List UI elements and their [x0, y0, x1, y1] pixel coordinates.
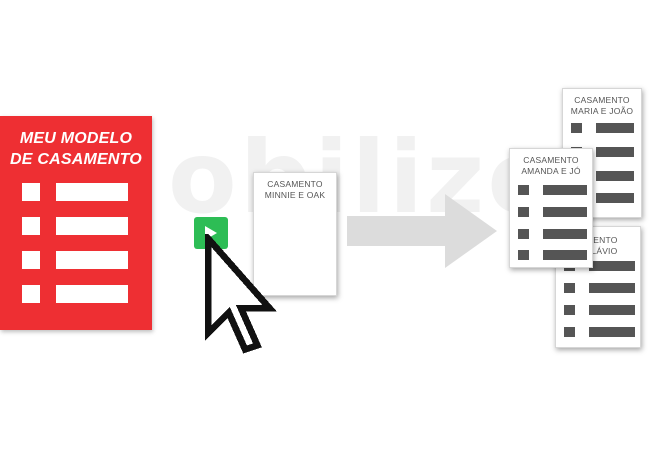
list-bar [589, 283, 635, 293]
output-document-title-line-2: AMANDA E JÓ [521, 166, 581, 176]
list-bar [589, 305, 635, 315]
list-bar [56, 183, 128, 201]
list-bar [56, 217, 128, 235]
output-document-title-line-2: FLÁVIO [586, 246, 618, 256]
list-row [571, 123, 634, 133]
list-bar [543, 250, 587, 260]
list-bullet [564, 327, 575, 337]
list-row [518, 207, 587, 217]
source-document[interactable]: CASAMENTO MINNIE E OAK [253, 172, 337, 296]
list-bullet [564, 283, 575, 293]
watermark: obilize [168, 119, 559, 236]
list-row [564, 327, 635, 337]
output-document-title-line-1: MENTO [586, 235, 618, 245]
template-title-line-1: MEU MODELO [19, 130, 133, 147]
list-bullet [518, 185, 529, 195]
list-bar [589, 261, 635, 271]
output-document-title-line-1: CASAMENTO [574, 95, 630, 105]
source-document-title-line-1: CASAMENTO [267, 179, 323, 189]
template-title: MEU MODELO DE CASAMENTO [0, 128, 152, 170]
template-title-line-2: DE CASAMENTO [10, 151, 142, 168]
list-bar [543, 229, 587, 239]
template-list-row [22, 251, 128, 269]
source-document-title: CASAMENTO MINNIE E OAK [254, 179, 336, 201]
output-document-amanda[interactable]: CASAMENTO AMANDA E JÓ [509, 148, 593, 268]
list-bullet [22, 285, 40, 303]
source-document-title-line-2: MINNIE E OAK [264, 190, 326, 200]
list-bar [596, 147, 634, 157]
output-document-title-line-1: CASAMENTO [523, 155, 579, 165]
list-bullet [571, 123, 582, 133]
list-row [564, 305, 635, 315]
template-card: MEU MODELO DE CASAMENTO [0, 116, 152, 330]
list-row [518, 229, 587, 239]
list-bar [596, 171, 634, 181]
list-bar [589, 327, 635, 337]
list-bar [543, 207, 587, 217]
template-list-row [22, 285, 128, 303]
output-document-title-line-2: MARIA E JOÃO [570, 106, 634, 116]
output-document-title: CASAMENTO AMANDA E JÓ [510, 155, 592, 177]
list-bullet [22, 183, 40, 201]
list-bullet [518, 207, 529, 217]
list-bar [543, 185, 587, 195]
list-bullet [22, 251, 40, 269]
list-bar [596, 193, 634, 203]
list-bullet [22, 217, 40, 235]
list-row [518, 250, 587, 260]
mouse-pointer-icon [204, 234, 278, 354]
output-document-title: CASAMENTO MARIA E JOÃO [563, 95, 641, 117]
template-list-row [22, 217, 128, 235]
list-bar [56, 285, 128, 303]
template-list-row [22, 183, 128, 201]
list-bullet [564, 305, 575, 315]
list-bar [596, 123, 634, 133]
right-arrow-icon [347, 194, 497, 268]
list-bar [56, 251, 128, 269]
list-row [564, 283, 635, 293]
output-document-title: MENTO FLÁVIO [586, 235, 640, 257]
list-bullet [518, 229, 529, 239]
list-bullet [518, 250, 529, 260]
list-row [518, 185, 587, 195]
